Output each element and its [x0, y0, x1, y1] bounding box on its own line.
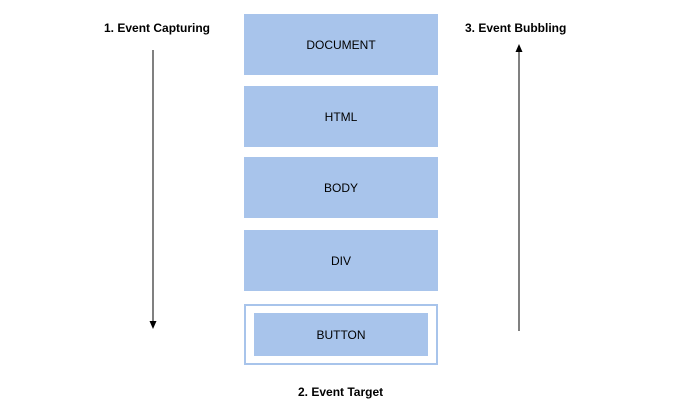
body-layer: BODY — [244, 157, 438, 218]
bubbling-arrow — [515, 44, 523, 331]
capturing-arrow — [149, 50, 157, 329]
capturing-phase-label: 1. Event Capturing — [104, 21, 211, 35]
up-arrow-icon — [515, 44, 523, 52]
body-layer-label: BODY — [323, 180, 358, 195]
down-arrow-icon — [149, 321, 157, 329]
document-layer-label: DOCUMENT — [306, 37, 376, 52]
div-layer-label: DIV — [330, 253, 351, 268]
target-frame: BUTTON — [244, 304, 438, 365]
bubbling-phase-label: 3. Event Bubbling — [465, 21, 567, 35]
html-layer-label: HTML — [324, 109, 358, 124]
button-target-box: BUTTON — [254, 313, 428, 356]
document-layer: DOCUMENT — [244, 14, 438, 75]
div-layer: DIV — [244, 230, 438, 291]
html-layer: HTML — [244, 86, 438, 147]
button-target-label: BUTTON — [316, 327, 366, 342]
target-phase-label: 2. Event Target — [298, 385, 384, 399]
